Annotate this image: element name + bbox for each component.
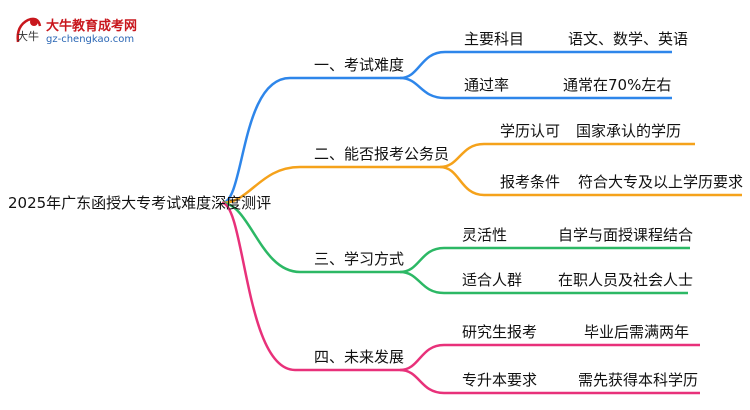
branch-4-child-1-value: 毕业后需满两年 xyxy=(584,323,690,341)
branch-1-child-2-connector xyxy=(399,76,672,100)
branch-1-child-2-value: 通常在70%左右 xyxy=(563,76,672,94)
branch-4-label: 四、未来发展 xyxy=(314,348,405,366)
branch-2-child-2-value: 符合大专及以上学历要求 xyxy=(578,173,744,191)
root-node: 2025年广东函授大专考试难度深度测评 xyxy=(8,194,272,212)
branch-1-child-2-key: 通过率 xyxy=(464,76,510,94)
branch-4-child-2-key: 专升本要求 xyxy=(462,371,538,389)
branch-1-connector xyxy=(221,76,400,205)
logo: 大牛 大牛教育成考网 gz-chengkao.com xyxy=(12,12,162,50)
branch-3-child-1-value: 自学与面授课程结合 xyxy=(558,226,694,244)
branch-3-child-1-key: 灵活性 xyxy=(462,226,508,244)
branch-2-child-2-connector xyxy=(439,165,742,197)
branch-4-child-1-key: 研究生报考 xyxy=(462,323,538,341)
logo-glyph: 大牛 xyxy=(17,29,39,43)
branch-3-connector xyxy=(221,201,400,274)
branch-2-child-1-key: 学历认可 xyxy=(500,122,561,140)
branch-3-child-2-connector xyxy=(399,270,688,295)
branch-4-connector xyxy=(221,201,400,372)
branch-1-label: 一、考试难度 xyxy=(314,56,405,74)
branch-2-connector xyxy=(221,165,440,205)
logo-name: 大牛教育成考网 xyxy=(46,19,138,34)
branch-2-child-1-value: 国家承认的学历 xyxy=(576,122,682,140)
branch-2-child-2-key: 报考条件 xyxy=(500,173,561,191)
branch-4-child-1-connector xyxy=(399,343,700,372)
branch-1-child-1-value: 语文、数学、英语 xyxy=(568,30,689,48)
branch-4-child-2-value: 需先获得本科学历 xyxy=(578,371,699,389)
branch-1-child-1-connector xyxy=(399,50,672,80)
branch-3-child-2-key: 适合人群 xyxy=(462,271,523,289)
branch-1-child-1-key: 主要科目 xyxy=(464,30,525,48)
branch-2-child-1-connector xyxy=(439,142,695,169)
branch-3-label: 三、学习方式 xyxy=(314,250,405,268)
logo-url: gz-chengkao.com xyxy=(46,34,135,45)
branch-3-child-1-connector xyxy=(399,246,690,274)
branch-4-child-2-connector xyxy=(399,368,700,395)
branch-3-child-2-value: 在职人员及社会人士 xyxy=(558,271,694,289)
logo-mark-icon: 大牛 xyxy=(16,17,42,43)
branch-2-label: 二、能否报考公务员 xyxy=(314,145,450,163)
